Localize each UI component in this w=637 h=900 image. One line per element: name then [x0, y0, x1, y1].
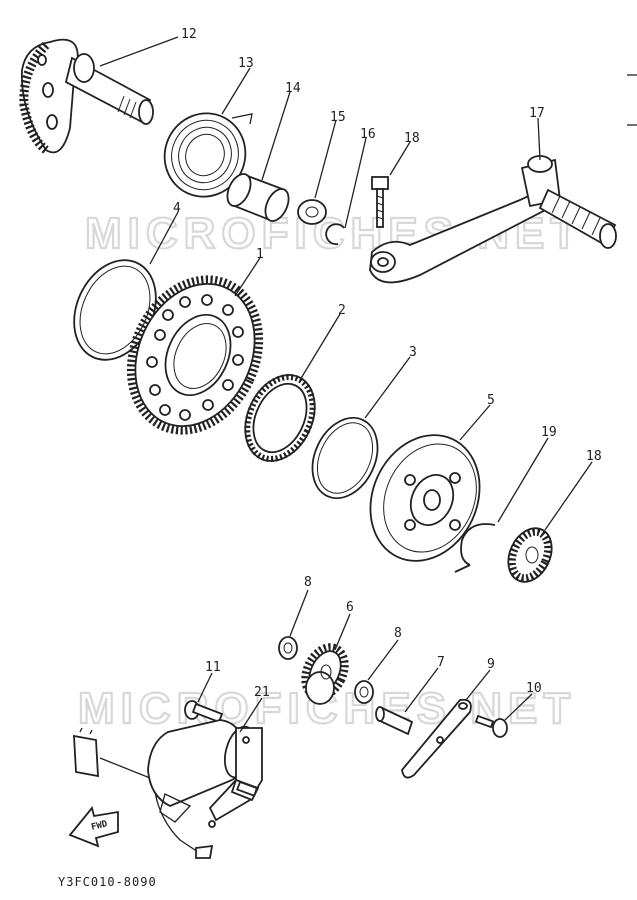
part-5-starter-clutch[interactable]	[350, 417, 499, 579]
callout-2: 2	[338, 303, 346, 318]
callout-labels: 12 13 14 15 16 18 17 4 1 2 3 5 19 18 8 6…	[173, 27, 602, 700]
callout-16: 16	[360, 127, 376, 142]
part-21-starter-motor[interactable]	[73, 719, 263, 859]
part-18-bolt[interactable]	[371, 176, 389, 228]
callout-20: 19	[541, 425, 557, 440]
edge-marks	[627, 74, 637, 126]
callout-4: 4	[173, 201, 181, 216]
callout-8-lower: 8	[394, 626, 402, 641]
callout-3: 3	[409, 345, 417, 360]
callout-7: 7	[437, 655, 445, 670]
callout-9: 9	[487, 657, 495, 672]
part-14-collar[interactable]	[223, 170, 293, 224]
callout-1: 1	[256, 247, 264, 262]
callout-10: 10	[526, 681, 542, 696]
callout-15: 15	[330, 110, 346, 125]
part-7-shaft-pin[interactable]	[375, 706, 414, 736]
part-9-plate[interactable]	[401, 698, 472, 779]
part-11-bolt[interactable]	[184, 700, 224, 724]
callout-18: 18	[404, 131, 420, 146]
callout-21: 21	[254, 685, 270, 700]
callout-13: 13	[238, 56, 254, 71]
fwd-direction-arrow: FWD	[68, 806, 119, 848]
callout-11: 11	[205, 660, 221, 675]
part-1-starter-gear[interactable]	[108, 259, 283, 451]
callout-17: 17	[529, 106, 545, 121]
part-16-circlip[interactable]	[325, 223, 345, 246]
part-6-idle-gear[interactable]	[298, 641, 353, 705]
callout-5: 5	[487, 393, 495, 408]
part-19-pinion-gear[interactable]	[500, 521, 560, 589]
callout-12: 12	[181, 27, 197, 42]
part-2-bearing-cage[interactable]	[232, 364, 328, 473]
part-3-clutch-ring[interactable]	[300, 407, 390, 508]
part-20-spring-clip[interactable]	[454, 523, 496, 573]
part-8-washer-upper[interactable]	[278, 636, 298, 660]
fwd-label: FWD	[90, 819, 109, 833]
part-15-plain-washer[interactable]	[297, 199, 327, 225]
callout-14: 14	[285, 81, 301, 96]
part-10-screw[interactable]	[474, 714, 508, 738]
leader-lines	[99, 36, 593, 733]
callout-8-upper: 8	[304, 575, 312, 590]
part-13-torsion-spring[interactable]	[151, 100, 259, 210]
callout-6: 6	[346, 600, 354, 615]
callout-19: 18	[586, 449, 602, 464]
part-8-washer-lower[interactable]	[354, 680, 374, 704]
part-17-kick-crank[interactable]	[369, 155, 617, 284]
diagram-code: Y3FC010-8090	[58, 875, 157, 889]
part-12-kick-axle[interactable]	[19, 38, 154, 154]
